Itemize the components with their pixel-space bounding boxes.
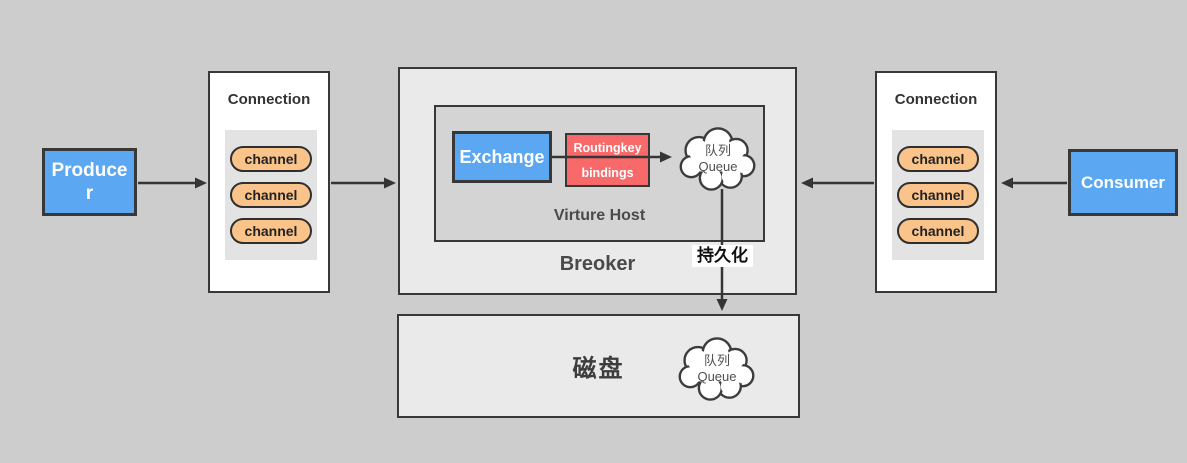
disk-box: 磁盘 队列 Queue — [397, 314, 800, 418]
right-connection-title: Connection — [894, 91, 978, 108]
virtual-host-box: Exchange Routingkey bindings — [434, 105, 765, 242]
consumer-node: Consumer — [1068, 149, 1178, 216]
right-connection-box: Connection channel channel channel — [875, 71, 997, 293]
exchange-label: Exchange — [459, 146, 545, 167]
left-connection-box: Connection channel channel channel — [208, 71, 330, 293]
cloud-icon — [679, 127, 756, 191]
channel-pill: channel — [230, 182, 312, 208]
producer-label: Producer — [51, 160, 128, 204]
right-channel-panel: channel channel channel — [892, 130, 984, 260]
channel-pill: channel — [897, 218, 979, 244]
channel-pill: channel — [897, 182, 979, 208]
broker-box: Exchange Routingkey bindings — [398, 67, 797, 295]
persistence-label: 持久化 — [692, 245, 753, 267]
channel-pill: channel — [230, 146, 312, 172]
broker-label: Breoker — [559, 253, 636, 275]
disk-queue-cloud: 队列 Queue — [675, 334, 759, 404]
left-channel-panel: channel channel channel — [225, 130, 317, 260]
left-connection-title: Connection — [227, 91, 311, 108]
routingkey-label: Routingkey — [573, 140, 642, 155]
channel-pill: channel — [230, 218, 312, 244]
queue-cloud-text: 队列 Queue — [698, 143, 738, 174]
disk-label: 磁盘 — [572, 355, 625, 383]
routingkey-bindings-node: Routingkey bindings — [565, 133, 650, 187]
exchange-node: Exchange — [452, 131, 552, 183]
cloud-icon — [678, 337, 755, 401]
bindings-label: bindings — [581, 165, 634, 180]
disk-queue-cloud-text: 队列 Queue — [697, 353, 737, 384]
producer-node: Producer — [42, 148, 137, 216]
channel-pill: channel — [897, 146, 979, 172]
virtual-host-label: Virture Host — [553, 207, 646, 224]
consumer-label: Consumer — [1080, 172, 1166, 192]
queue-cloud: 队列 Queue — [676, 124, 760, 194]
